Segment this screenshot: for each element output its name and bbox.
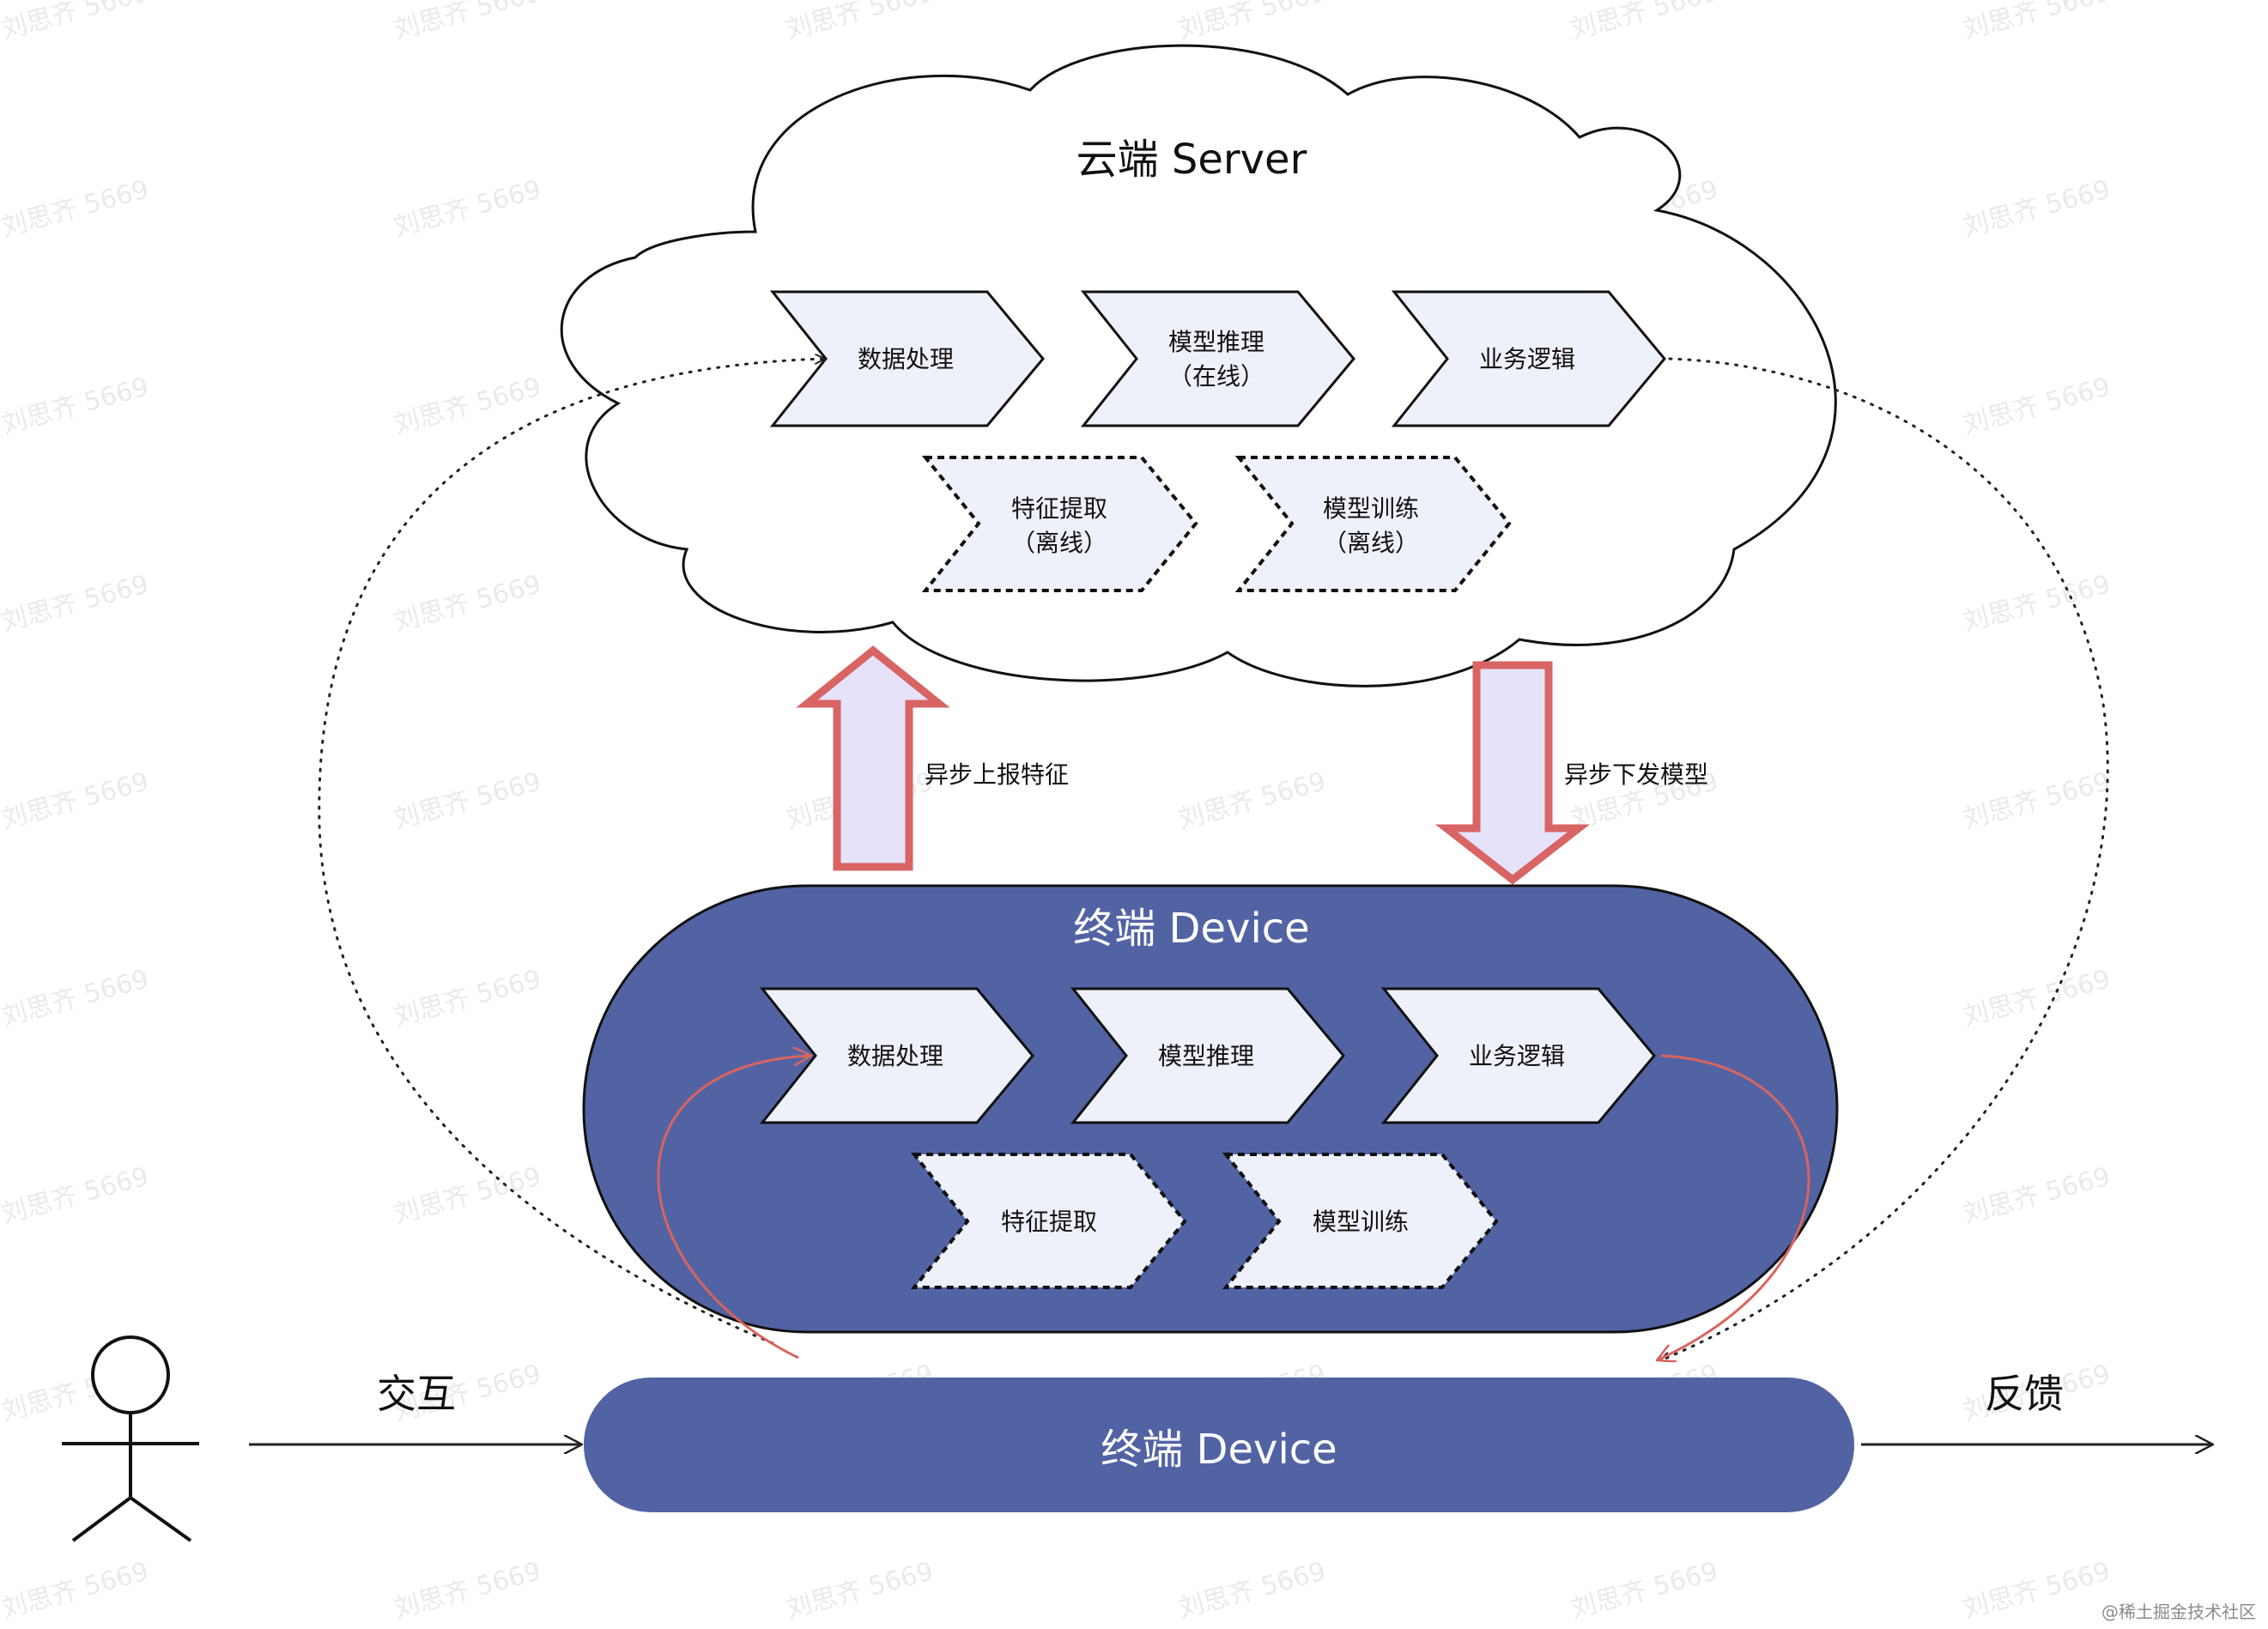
node-sublabel: （离线）	[1323, 529, 1419, 557]
watermark-text: 刘思齐 5669	[391, 1161, 544, 1229]
watermark-text: 刘思齐 5669	[0, 964, 152, 1032]
watermark-text: 刘思齐 5669	[391, 569, 544, 637]
watermark-text: 刘思齐 5669	[391, 0, 544, 45]
watermark-text: 刘思齐 5669	[0, 1556, 152, 1624]
watermark-text: 刘思齐 5669	[1175, 766, 1329, 834]
watermark-text: 刘思齐 5669	[0, 1161, 152, 1229]
watermark-text: 刘思齐 5669	[783, 1556, 937, 1624]
watermark-text: 刘思齐 5669	[1960, 174, 2113, 242]
async-download-arrow	[1434, 661, 1591, 885]
cloud-chevron-data-processing: 数据处理	[769, 290, 1045, 427]
watermark-text: 刘思齐 5669	[783, 0, 937, 45]
device-chevron-data-processing: 数据处理	[759, 987, 1034, 1124]
watermark-text: 刘思齐 5669	[0, 569, 152, 637]
node-sublabel: （在线）	[1168, 362, 1264, 391]
watermark-text: 刘思齐 5669	[1960, 569, 2113, 637]
watermark-text: 刘思齐 5669	[391, 964, 544, 1032]
watermark-text: 刘思齐 5669	[391, 372, 544, 439]
watermark-text: 刘思齐 5669	[0, 0, 152, 45]
watermark-text: 刘思齐 5669	[1960, 766, 2113, 834]
watermark-text: 刘思齐 5669	[1175, 1556, 1329, 1624]
footer-credit: @稀土掘金技术社区	[2101, 1602, 2256, 1622]
node-label: 业务逻辑	[1479, 345, 1575, 373]
async-upload-label: 异步上报特征	[925, 760, 1069, 789]
cloud-chevron-business-logic: 业务逻辑	[1391, 290, 1666, 427]
device-pill-title: 终端 Device	[1073, 905, 1309, 953]
node-label: 模型推理	[1168, 328, 1264, 356]
watermark-text: 刘思齐 5669	[1960, 1161, 2113, 1229]
async-download-label: 异步下发模型	[1564, 760, 1708, 789]
watermark-text: 刘思齐 5669	[0, 174, 152, 242]
device-chevron-model-training: 模型训练	[1222, 1153, 1499, 1289]
watermark-text: 刘思齐 5669	[0, 372, 152, 439]
watermark-text: 刘思齐 5669	[1568, 1556, 1721, 1624]
watermark-text: 刘思齐 5669	[1960, 372, 2113, 439]
node-label: 特征提取	[1001, 1208, 1097, 1236]
device-chevron-business-logic: 业务逻辑	[1380, 987, 1656, 1124]
cloud-chevron-model-training: 模型训练 （离线）	[1234, 456, 1512, 592]
interaction-label: 交互	[377, 1371, 456, 1417]
node-label: 模型训练	[1313, 1208, 1409, 1236]
node-label: 业务逻辑	[1469, 1042, 1565, 1070]
node-label: 特征提取	[1011, 494, 1107, 523]
watermark-text: 刘思齐 5669	[391, 766, 544, 834]
watermark-text: 刘思齐 5669	[1175, 0, 1329, 45]
local-flow-to-device	[1657, 1054, 1810, 1360]
local-flow-to-processing	[657, 1056, 811, 1360]
watermark-text: 刘思齐 5669	[1960, 1556, 2113, 1624]
cloud-chevron-feature-extraction: 特征提取 （离线）	[921, 456, 1198, 592]
device-chevron-model-inference: 模型推理	[1070, 987, 1345, 1124]
node-label: 数据处理	[858, 345, 954, 373]
cloud-title: 云端 Server	[1076, 136, 1307, 184]
node-label: 模型训练	[1323, 494, 1419, 523]
watermark-text: 刘思齐 5669	[0, 766, 152, 834]
device-bar-title: 终端 Device	[1101, 1426, 1337, 1474]
watermark-text: 刘思齐 5669	[1960, 964, 2113, 1032]
feedback-label: 反馈	[1985, 1371, 2064, 1417]
node-sublabel: （离线）	[1011, 529, 1107, 557]
cloud-chevron-model-inference: 模型推理 （在线）	[1080, 290, 1355, 427]
node-label: 模型推理	[1158, 1042, 1254, 1070]
node-label: 数据处理	[847, 1042, 943, 1070]
async-upload-arrow	[796, 645, 950, 871]
watermark-text: 刘思齐 5669	[1568, 0, 1721, 45]
watermark-text: 刘思齐 5669	[391, 1556, 544, 1624]
device-bar: 终端 Device	[584, 1378, 1854, 1512]
user-icon	[62, 1335, 199, 1542]
device-chevron-feature-extraction: 特征提取	[910, 1153, 1187, 1289]
watermark-text: 刘思齐 5669	[1960, 0, 2113, 45]
watermark-text: 刘思齐 5669	[391, 174, 544, 242]
